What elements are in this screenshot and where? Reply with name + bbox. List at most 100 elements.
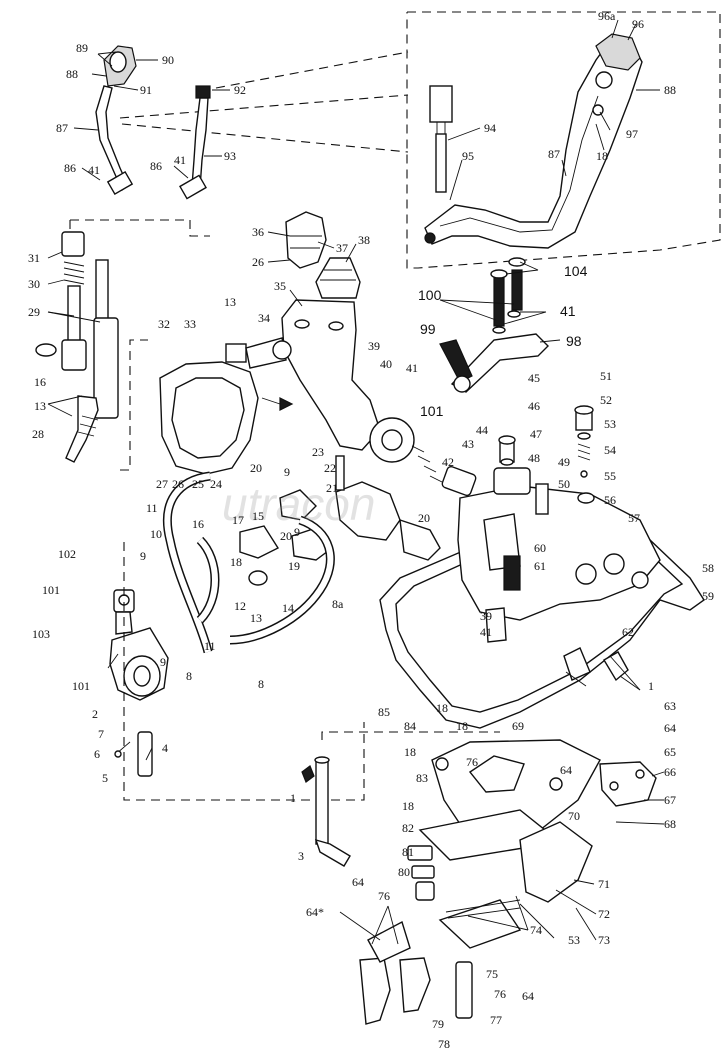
callout-93: 93 <box>224 149 236 163</box>
callout-9-cyl: 9 <box>160 655 166 669</box>
callout-100: 100 <box>418 287 442 303</box>
callout-69: 69 <box>512 719 524 733</box>
callout-41-cover: 41 <box>480 625 492 639</box>
watermark: utracon <box>222 478 375 530</box>
callout-75: 75 <box>486 967 498 981</box>
shaft-3 <box>301 731 500 867</box>
rod-29-left <box>67 285 81 343</box>
callout-104: 104 <box>564 263 588 279</box>
boot-38 <box>315 257 361 299</box>
callout-41-left: 41 <box>88 163 100 177</box>
callout-13-bottom: 13 <box>250 611 262 625</box>
callout-11-top: 11 <box>146 501 158 515</box>
callout-41-flange: 41 <box>406 361 418 375</box>
bolt-100-left <box>493 275 505 327</box>
callout-52: 52 <box>600 393 612 407</box>
inset-connector <box>429 85 453 123</box>
callout-86-right: 86 <box>150 159 162 173</box>
callout-64-star: 64* <box>306 905 324 919</box>
callout-98: 98 <box>566 333 582 349</box>
callout-64-bottom: 64 <box>522 989 534 1003</box>
callout-57: 57 <box>628 511 640 525</box>
callout-25: 25 <box>192 477 204 491</box>
callout-29: 29 <box>28 305 40 319</box>
callout-72: 72 <box>598 907 610 921</box>
plug-56 <box>577 492 595 504</box>
block-44 <box>441 465 477 497</box>
fork-79 <box>399 957 431 1013</box>
callout-13-top: 13 <box>224 295 236 309</box>
callout-20-mid: 20 <box>280 529 292 543</box>
callout-47: 47 <box>530 427 542 441</box>
fork-78 <box>359 957 391 1025</box>
callout-5: 5 <box>102 771 108 785</box>
callout-85: 85 <box>378 705 390 719</box>
callout-90: 90 <box>162 53 174 67</box>
callout-8-left: 8 <box>186 669 192 683</box>
callout-15: 15 <box>252 509 264 523</box>
frame-inner <box>171 377 245 459</box>
callout-34: 34 <box>258 311 270 325</box>
pin-77 <box>455 961 473 1019</box>
callout-18-cover: 18 <box>436 701 448 715</box>
callout-76-mid: 76 <box>378 889 390 903</box>
shift-rod-assembly <box>35 219 210 471</box>
callout-66: 66 <box>664 765 676 779</box>
callout-53-lower: 53 <box>568 933 580 947</box>
callout-55: 55 <box>604 469 616 483</box>
callout-96a: 96a <box>598 9 616 23</box>
shaft-3-rod <box>315 759 329 845</box>
inset-knob <box>595 33 641 71</box>
callout-23: 23 <box>312 445 324 459</box>
valve-body-21 <box>335 481 401 541</box>
callout-88: 88 <box>66 67 78 81</box>
callout-101-left: 101 <box>42 583 60 597</box>
callout-101-plate: 101 <box>420 403 444 419</box>
pin-99 <box>439 339 473 383</box>
cylinder-2 <box>109 542 365 801</box>
callout-64-mid: 64 <box>560 763 572 777</box>
callout-51: 51 <box>600 369 612 383</box>
callout-46: 46 <box>528 399 540 413</box>
callout-74: 74 <box>530 923 542 937</box>
callout-70: 70 <box>568 809 580 823</box>
callout-45: 45 <box>528 371 540 385</box>
callout-99: 99 <box>420 321 436 337</box>
callout-1-left: 1 <box>290 791 296 805</box>
callout-41-right: 41 <box>174 153 186 167</box>
fork-28 <box>65 395 99 463</box>
callout-86-left: 86 <box>64 161 76 175</box>
housing-35 <box>281 211 381 451</box>
callout-77: 77 <box>490 1013 502 1027</box>
callout-54: 54 <box>604 443 616 457</box>
callout-102: 102 <box>58 547 76 561</box>
frame-32 <box>159 337 294 475</box>
callout-50: 50 <box>558 477 570 491</box>
callout-62: 62 <box>622 625 634 639</box>
callout-79: 79 <box>432 1017 444 1031</box>
callout-8a: 8a <box>332 597 344 611</box>
plate-66 <box>599 761 657 807</box>
callout-95: 95 <box>462 149 474 163</box>
callout-63: 63 <box>664 699 676 713</box>
bolt-100-right <box>511 269 523 311</box>
callout-8-right: 8 <box>258 677 264 691</box>
bolt-23 <box>335 455 345 491</box>
callout-18-mid: 18 <box>456 719 468 733</box>
callout-44: 44 <box>476 423 488 437</box>
callout-92: 92 <box>234 83 246 97</box>
callouts: 89 90 88 91 92 87 93 86 41 86 41 36 37 3… <box>28 41 714 1051</box>
callout-18-bottom: 18 <box>402 799 414 813</box>
callout-26-frame: 26 <box>172 477 184 491</box>
callout-37: 37 <box>336 241 348 255</box>
callout-2: 2 <box>92 707 98 721</box>
callout-76-top: 76 <box>466 755 478 769</box>
callout-68: 68 <box>664 817 676 831</box>
callout-91: 91 <box>140 83 152 97</box>
callout-58: 58 <box>702 561 714 575</box>
callout-1-right: 1 <box>648 679 654 693</box>
inset-callouts: 96a 96 88 94 97 18 95 87 <box>462 9 676 163</box>
lever-rod-93 <box>191 97 209 189</box>
bracket-33 <box>225 343 247 363</box>
